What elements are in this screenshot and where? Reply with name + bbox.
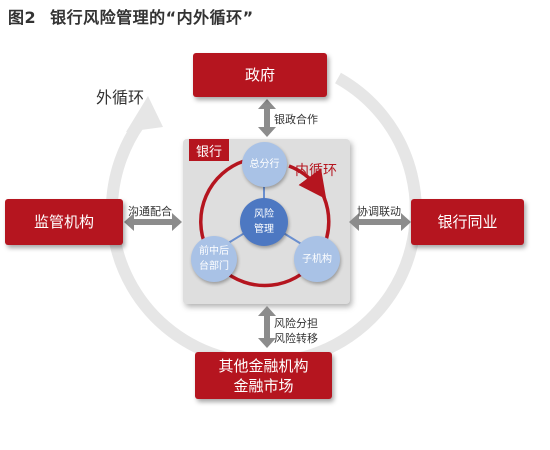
regulator-label: 监管机构 bbox=[33, 213, 94, 231]
front-middle-back-office-node: 前中后 台部门 bbox=[191, 236, 237, 282]
risk-management-label-line1: 风险 bbox=[254, 209, 274, 220]
connector-reg-bank bbox=[124, 213, 182, 231]
subsidiary-label: 子机构 bbox=[302, 253, 332, 265]
connector-peer-bank bbox=[349, 213, 411, 231]
head-office-node: 总分行 bbox=[242, 142, 287, 187]
connector-gov-bank bbox=[258, 99, 276, 137]
figure-number: 图2 bbox=[8, 8, 37, 27]
outer-cycle-label: 外循环 bbox=[96, 88, 145, 107]
risk-management-label-line2: 管理 bbox=[254, 224, 274, 235]
risk-management-node: 风险 管理 bbox=[240, 198, 288, 246]
reg-bank-label: 沟通配合 bbox=[128, 205, 172, 218]
government-label: 政府 bbox=[244, 66, 275, 84]
front-office-label-line1: 前中后 bbox=[199, 246, 229, 257]
outer-cycle-arrowhead bbox=[126, 96, 163, 132]
gov-bank-label: 银政合作 bbox=[274, 113, 318, 126]
front-office-label-line2: 台部门 bbox=[199, 261, 229, 272]
inner-cycle-ring bbox=[199, 159, 331, 288]
bank-tag: 银行 bbox=[189, 139, 229, 161]
markets-label-line1: 其他金融机构 bbox=[218, 356, 309, 375]
markets-box: 其他金融机构 金融市场 bbox=[195, 352, 332, 399]
government-box: 政府 bbox=[193, 53, 327, 97]
market-bank-label-line2: 风险转移 bbox=[274, 332, 318, 345]
regulator-box: 监管机构 bbox=[5, 199, 123, 245]
connector-market-bank bbox=[258, 306, 276, 348]
peer-banks-box: 银行同业 bbox=[411, 199, 524, 245]
head-office-label: 总分行 bbox=[249, 159, 280, 170]
inner-cycle-arrow bbox=[288, 164, 327, 200]
peer-bank-label: 协调联动 bbox=[357, 205, 401, 218]
market-bank-label-line1: 风险分担 bbox=[274, 317, 318, 330]
peer-banks-label: 银行同业 bbox=[437, 213, 498, 231]
figure-title: 图2 银行风险管理的“内外循环” bbox=[8, 4, 254, 28]
markets-label-line2: 金融市场 bbox=[233, 376, 294, 395]
figure-title-text: 银行风险管理的“内外循环” bbox=[50, 8, 254, 27]
subsidiary-node: 子机构 bbox=[294, 236, 340, 282]
inner-cycle-label: 内循环 bbox=[295, 163, 337, 179]
